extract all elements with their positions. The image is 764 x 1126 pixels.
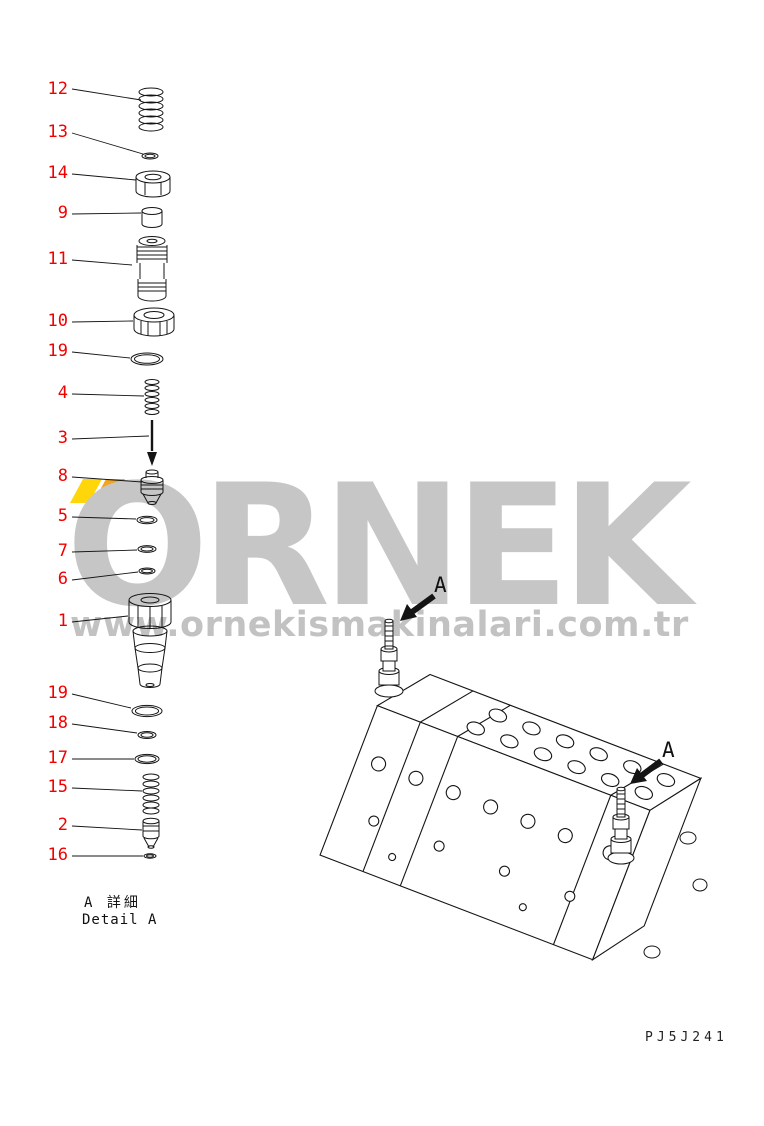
valve-body-lugs [643,831,708,959]
part-label-4: 4 [58,383,68,403]
part-label-9: 9 [58,203,68,223]
part-label-18: 18 [48,713,68,733]
part-19b-oring [131,704,163,718]
watermark-logo-icon [70,479,125,503]
part-15-spring [142,773,160,815]
part-3-needle [147,420,157,466]
detail-a-caption-jp: A 詳細 [84,895,141,911]
part-label-17: 17 [48,748,68,768]
part-1-valve-body [128,593,172,688]
part-2-poppet [142,817,160,849]
part-5-ring [136,515,158,525]
part-label-2: 2 [58,815,68,835]
callout-a2-arrow-icon [630,768,647,784]
callout-a2-label: A [662,738,675,762]
part-6-ring [138,567,156,575]
callout-a1-arrow-shaft [410,593,436,615]
part-label-13: 13 [48,122,68,142]
part-17-ring [134,753,160,765]
part-19a-oring [130,352,164,366]
part-label-19b: 19 [48,683,68,703]
part-16-ring [143,853,157,859]
part-label-15: 15 [48,777,68,797]
part-18-ring [137,731,157,739]
callout-a2-arrow-shaft [639,758,663,779]
part-label-12: 12 [48,79,68,99]
part-label-16: 16 [48,845,68,865]
callout-a-1: A [400,573,447,621]
part-label-10: 10 [48,311,68,331]
callout-a1-label: A [434,573,447,597]
callout-a1-arrow-icon [400,604,417,621]
relief-valve-stem-1 [374,618,404,698]
part-number-labels: 12 13 14 9 11 10 19 4 3 8 5 7 6 1 19 18 … [48,79,68,865]
relief-valve-stem-2 [607,786,635,865]
part-label-7: 7 [58,541,68,561]
part-label-19a: 19 [48,341,68,361]
callout-a-2: A [630,738,675,784]
part-label-1: 1 [58,611,68,631]
part-7-ring [137,545,157,553]
part-9-plug [141,207,163,228]
part-label-6: 6 [58,569,68,589]
part-12-spring [138,87,164,132]
part-13-ring [141,152,159,160]
part-14-nut [135,170,171,198]
drawing-code: PJ5J241 [645,1030,728,1045]
detail-a-caption-en: Detail A [82,912,158,928]
part-label-11: 11 [48,249,68,269]
watermark-url-text: www.ornekismakinalari.com.tr [70,605,689,645]
part-label-3: 3 [58,428,68,448]
part-10-nut [133,307,175,337]
leader-lines [71,88,150,857]
part-4-spring [144,379,160,415]
part-11-fitting [136,236,168,302]
control-valve-body [319,673,703,962]
part-8-poppet [140,469,164,505]
part-label-5: 5 [58,506,68,526]
part-label-14: 14 [48,163,68,183]
part-label-8: 8 [58,466,68,486]
